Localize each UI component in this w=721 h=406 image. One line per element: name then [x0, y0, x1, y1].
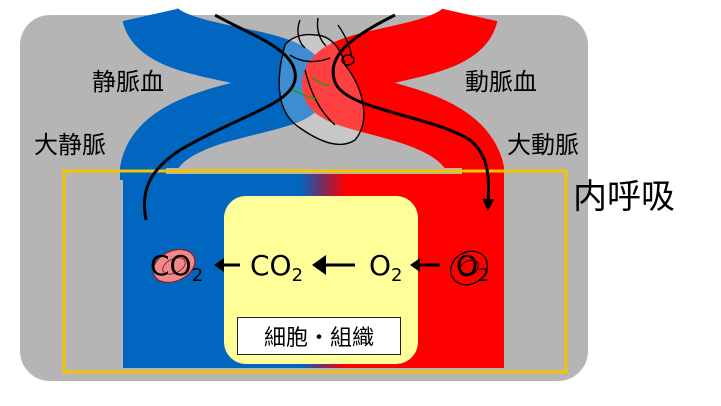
artery-blood-label: 動脈血 — [465, 68, 537, 96]
co2-symbol: CO — [250, 249, 292, 282]
o2-in-cell: O2 — [369, 252, 403, 285]
co2-subscript: 2 — [191, 265, 204, 286]
exchange-arrow-co2-cell-to-co2-blood — [214, 258, 240, 272]
internal-respiration-frame — [62, 169, 568, 374]
arterial-flow-arrow — [331, 13, 495, 211]
heart-icon — [278, 17, 365, 146]
venous-flow-arrow — [142, 13, 297, 221]
o2-subscript: 2 — [391, 265, 403, 286]
co2-in-cell: CO2 — [250, 252, 303, 285]
co2-in-blood: CO2 — [150, 252, 203, 285]
cell-tissue-label: 細胞・組織 — [237, 317, 401, 355]
o2-symbol: O — [456, 249, 479, 282]
co2-symbol: CO — [150, 249, 192, 282]
red-blood-cell-venous — [152, 248, 196, 284]
co2-subscript: 2 — [291, 265, 304, 286]
o2-subscript: 2 — [478, 265, 490, 286]
exchange-arrow-o2-to-co2 — [312, 255, 355, 275]
o2-in-blood: O2 — [456, 252, 490, 285]
red-blood-cell-arterial — [450, 250, 488, 286]
vein-vessel-upper — [120, 3, 329, 180]
vena-cava-label: 大静脈 — [34, 131, 106, 159]
vein-blood-label: 静脈血 — [92, 68, 164, 96]
artery-vessel-upper — [301, 4, 504, 180]
title: 内呼吸 — [573, 177, 675, 217]
exchange-arrow-o2-blood-to-o2-cell — [410, 258, 440, 272]
aorta-label: 大動脈 — [507, 131, 579, 159]
o2-symbol: O — [369, 249, 392, 282]
